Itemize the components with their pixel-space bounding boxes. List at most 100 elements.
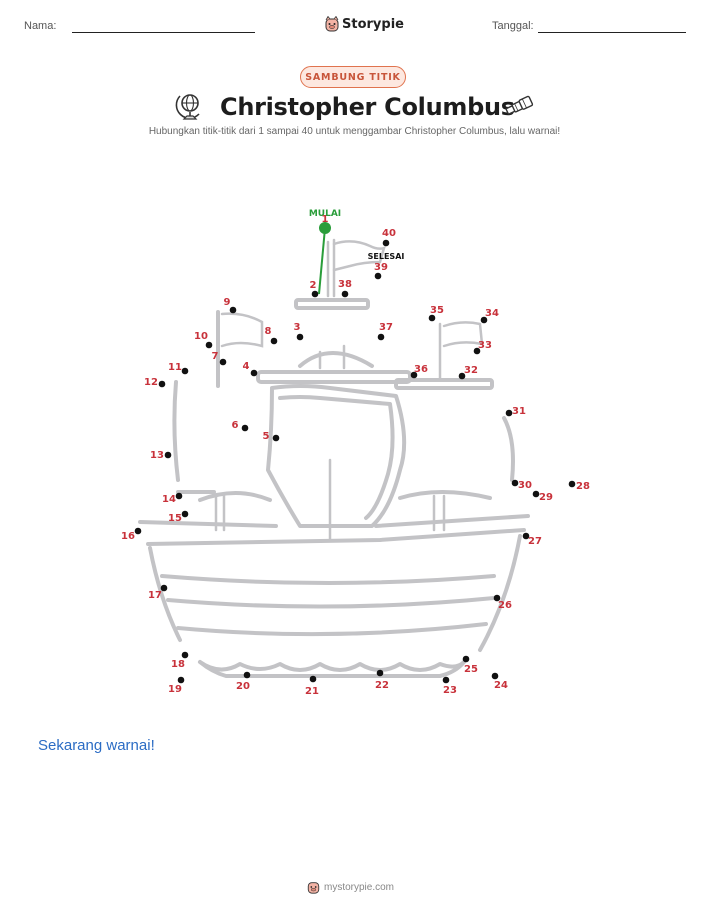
puzzle-dot-14 (175, 492, 183, 500)
puzzle-dot-24 (491, 672, 499, 680)
dot-number-33: 33 (478, 340, 492, 351)
dot-number-9: 9 (224, 297, 231, 308)
dot-number-36: 36 (414, 364, 428, 375)
puzzle-dot-19 (177, 676, 185, 684)
dot-number-23: 23 (443, 685, 457, 696)
ship-outline (138, 238, 530, 678)
puzzle-dot-9 (229, 306, 237, 314)
puzzle-dot-16 (134, 527, 142, 535)
puzzle-dot-20 (243, 671, 251, 679)
dot-number-13: 13 (150, 450, 164, 461)
puzzle-dot-32 (458, 372, 466, 380)
puzzle-dot-23 (442, 676, 450, 684)
dot-number-35: 35 (430, 305, 444, 316)
dot-number-24: 24 (494, 680, 508, 691)
dot-number-28: 28 (576, 481, 590, 492)
puzzle-dot-31 (505, 409, 513, 417)
dot-number-26: 26 (498, 600, 512, 611)
puzzle-dot-18 (181, 651, 189, 659)
dot-number-3: 3 (294, 322, 301, 333)
puzzle-dot-35 (428, 314, 436, 322)
pig-mascot-icon (307, 882, 320, 894)
dot-number-11: 11 (168, 362, 182, 373)
start-line (318, 227, 326, 295)
puzzle-dot-6 (241, 424, 249, 432)
dot-number-32: 32 (464, 365, 478, 376)
puzzle-dot-30 (511, 479, 519, 487)
puzzle-dot-40 (382, 239, 390, 247)
dot-number-7: 7 (212, 351, 219, 362)
puzzle-dot-21 (309, 675, 317, 683)
puzzle-dot-17 (160, 584, 168, 592)
puzzle-dot-13 (164, 451, 172, 459)
dot-number-37: 37 (379, 322, 393, 333)
dot-number-30: 30 (518, 480, 532, 491)
start-dot (319, 222, 331, 234)
puzzle-dot-3 (296, 333, 304, 341)
telescope-icon (505, 95, 534, 115)
name-field[interactable] (72, 32, 255, 33)
dot-number-29: 29 (539, 492, 553, 503)
puzzle-dot-37 (377, 333, 385, 341)
name-label: Nama: (24, 20, 57, 32)
dot-number-1: 1 (322, 214, 329, 225)
dot-number-14: 14 (162, 494, 176, 505)
dot-number-2: 2 (310, 280, 317, 291)
start-label: MULAI (309, 209, 341, 219)
dot-number-22: 22 (375, 680, 389, 691)
date-field[interactable] (538, 32, 686, 33)
puzzle-dot-36 (410, 371, 418, 379)
dot-number-34: 34 (485, 308, 499, 319)
dot-number-16: 16 (121, 531, 135, 542)
dot-number-20: 20 (236, 681, 250, 692)
puzzle-dot-33 (473, 347, 481, 355)
activity-badge: SAMBUNG TITIK (300, 66, 406, 88)
puzzle-dot-11 (181, 367, 189, 375)
puzzle-dot-8 (270, 337, 278, 345)
color-prompt: Sekarang warnai! (38, 737, 155, 754)
puzzle-dot-7 (219, 358, 227, 366)
brand-name: Storypie (342, 16, 404, 32)
dot-number-18: 18 (171, 659, 185, 670)
end-label: SELESAI (368, 252, 405, 261)
dot-number-10: 10 (194, 331, 208, 342)
puzzle-dot-34 (480, 316, 488, 324)
puzzle-dot-22 (376, 669, 384, 677)
dot-number-15: 15 (168, 513, 182, 524)
instructions: Hubungkan titik-titik dari 1 sampai 40 u… (148, 126, 561, 137)
dot-number-38: 38 (338, 279, 352, 290)
puzzle-dot-25 (462, 655, 470, 663)
puzzle-dot-26 (493, 594, 501, 602)
dot-number-8: 8 (265, 326, 272, 337)
dot-number-19: 19 (168, 684, 182, 695)
dot-number-40: 40 (382, 228, 396, 239)
puzzle-dot-38 (341, 290, 349, 298)
puzzle-dot-15 (181, 510, 189, 518)
dot-number-5: 5 (263, 431, 270, 442)
puzzle-dot-5 (272, 434, 280, 442)
dot-number-39: 39 (374, 262, 388, 273)
puzzle-dot-4 (250, 369, 258, 377)
dot-number-25: 25 (464, 664, 478, 675)
puzzle-dot-29 (532, 490, 540, 498)
dot-number-27: 27 (528, 536, 542, 547)
globe-compass-icon (175, 94, 200, 120)
page-title: Christopher Columbus (220, 93, 515, 121)
date-label: Tanggal: (492, 20, 534, 32)
puzzle-dot-39 (374, 272, 382, 280)
footer: mystorypie.com (307, 880, 394, 894)
puzzle-dot-28 (568, 480, 576, 488)
worksheet-header: Nama: Storypie Tanggal: (0, 14, 709, 38)
footer-url: mystorypie.com (324, 881, 395, 893)
puzzle-dot-12 (158, 380, 166, 388)
dot-number-31: 31 (512, 406, 526, 417)
dot-number-4: 4 (243, 361, 250, 372)
pig-mascot-icon (325, 16, 339, 32)
dot-number-21: 21 (305, 686, 319, 697)
dot-number-17: 17 (148, 590, 162, 601)
brand-logo: Storypie (325, 16, 404, 32)
puzzle-dot-2 (311, 290, 319, 298)
dot-number-6: 6 (232, 420, 239, 431)
